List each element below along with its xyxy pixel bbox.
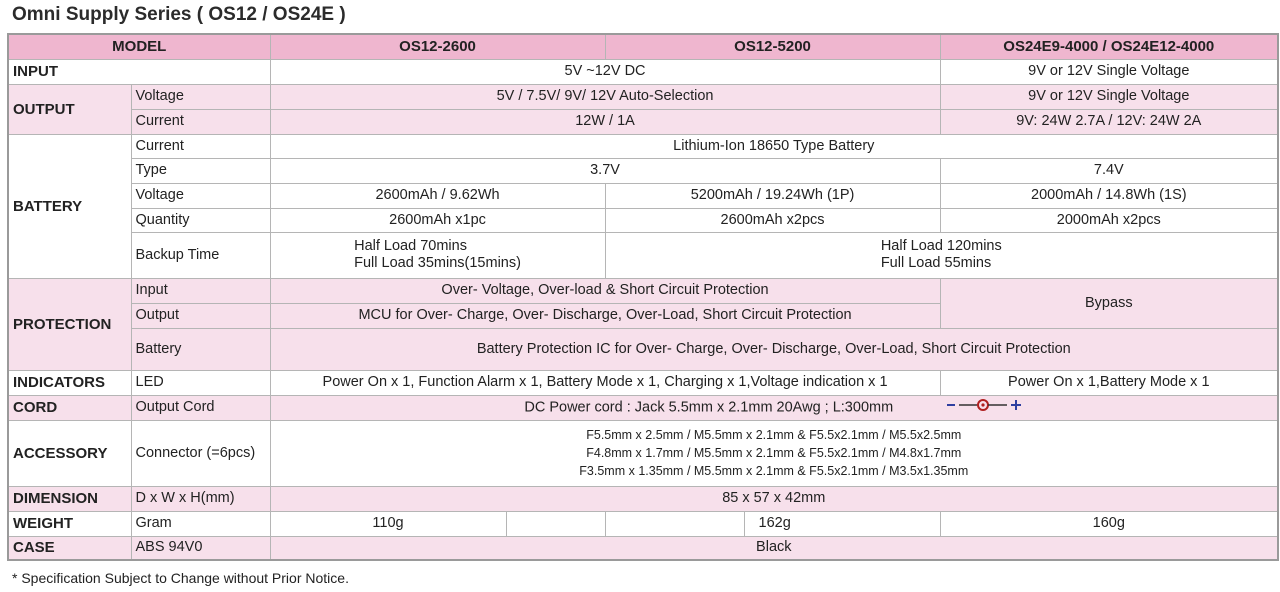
- header-row: MODEL OS12-2600 OS12-5200 OS24E9-4000 / …: [7, 33, 1279, 60]
- label-dimension: DIMENSION: [7, 485, 132, 512]
- label-battery-quantity: Quantity: [130, 207, 271, 233]
- indicators-os24: Power On x 1,Battery Mode x 1: [939, 369, 1279, 396]
- cord-value-cell: DC Power cord : Jack 5.5mm x 2.1mm 20Awg…: [269, 394, 1279, 421]
- battery-quantity-m3: 2000mAh x2pcs: [939, 207, 1279, 233]
- label-battery-current: Current: [130, 133, 271, 159]
- battery-type-os12: 3.7V: [269, 157, 941, 184]
- label-output-voltage: Voltage: [130, 83, 271, 110]
- label-protection-battery: Battery: [130, 327, 271, 371]
- row-protection-battery: Battery Battery Protection IC for Over- …: [8, 327, 1279, 371]
- label-abs: ABS 94V0: [130, 535, 271, 561]
- label-input: INPUT: [7, 58, 271, 85]
- battery-quantity-m2: 2600mAh x2pcs: [604, 207, 941, 233]
- battery-voltage-m1: 2600mAh / 9.62Wh: [269, 182, 606, 209]
- accessory-connectors: F5.5mm x 2.5mm / M5.5mm x 2.1mm & F5.5x2…: [269, 419, 1279, 487]
- label-connector: Connector (=6pcs): [130, 419, 271, 487]
- row-cord: CORD Output Cord DC Power cord : Jack 5.…: [7, 394, 1279, 421]
- row-battery-quantity: Quantity 2600mAh x1pc 2600mAh x2pcs 2000…: [8, 207, 1279, 233]
- label-battery-type: Type: [130, 157, 271, 184]
- label-case: CASE: [7, 535, 132, 561]
- label-cord: CORD: [7, 394, 132, 421]
- battery-quantity-m1: 2600mAh x1pc: [269, 207, 606, 233]
- header-os12-5200: OS12-5200: [604, 33, 941, 60]
- label-output-cord: Output Cord: [130, 394, 271, 421]
- weight-blank-1: [505, 510, 606, 537]
- label-dxwxh: D x W x H(mm): [130, 485, 271, 512]
- footnote: * Specification Subject to Change withou…: [12, 570, 349, 586]
- page-title: Omni Supply Series ( OS12 / OS24E ): [12, 4, 346, 25]
- connector-line-3: F3.5mm x 1.35mm / M5.5mm x 2.1mm & F5.5x…: [579, 464, 969, 478]
- row-case: CASE ABS 94V0 Black: [7, 535, 1279, 561]
- battery-type-os24: 7.4V: [939, 157, 1279, 184]
- row-output-voltage: OUTPUT Voltage 5V / 7.5V/ 9V/ 12V Auto-S…: [7, 83, 1279, 135]
- protection-input-value: Over- Voltage, Over-load & Short Circuit…: [269, 277, 941, 304]
- weight-m3: 160g: [939, 510, 1279, 537]
- backup-rest-full: Full Load 55mins: [880, 255, 992, 271]
- backup-time-rest: Half Load 120mins Full Load 55mins: [604, 231, 1279, 279]
- output-voltage-os24: 9V or 12V Single Voltage: [939, 83, 1279, 110]
- weight-m2: 162g: [743, 510, 941, 537]
- header-os12-2600: OS12-2600: [269, 33, 606, 60]
- battery-voltage-m2: 5200mAh / 19.24Wh (1P): [604, 182, 941, 209]
- row-input: INPUT 5V ~12V DC 9V or 12V Single Voltag…: [7, 58, 1279, 85]
- row-indicators: INDICATORS LED Power On x 1, Function Al…: [7, 369, 1279, 396]
- weight-m1: 110g: [269, 510, 507, 537]
- label-protection-output: Output: [130, 302, 271, 329]
- connector-line-2: F4.8mm x 1.7mm / M5.5mm x 2.1mm & F5.5x2…: [586, 446, 962, 460]
- cord-value: DC Power cord : Jack 5.5mm x 2.1mm 20Awg…: [524, 399, 894, 416]
- battery-current-value: Lithium-Ion 18650 Type Battery: [269, 133, 1279, 159]
- dc-plug-icon: [945, 398, 1023, 417]
- label-indicators: INDICATORS: [7, 369, 132, 396]
- protection-output-value: MCU for Over- Charge, Over- Discharge, O…: [269, 302, 941, 329]
- row-accessory: ACCESSORY Connector (=6pcs) F5.5mm x 2.5…: [7, 419, 1279, 487]
- label-battery: BATTERY: [7, 133, 132, 279]
- backup-m1-half: Half Load 70mins: [354, 238, 467, 254]
- row-output-current: Current 12W / 1A 9V: 24W 2.7A / 12V: 24W…: [8, 108, 1279, 135]
- input-os12: 5V ~12V DC: [269, 58, 941, 85]
- protection-bypass: Bypass: [939, 277, 1279, 329]
- label-led: LED: [130, 369, 271, 396]
- label-gram: Gram: [130, 510, 271, 537]
- backup-time-m1: Half Load 70mins Full Load 35mins(15mins…: [269, 231, 606, 279]
- label-backup-time: Backup Time: [130, 231, 271, 279]
- battery-voltage-m3: 2000mAh / 14.8Wh (1S): [939, 182, 1279, 209]
- row-dimension: DIMENSION D x W x H(mm) 85 x 57 x 42mm: [7, 485, 1279, 512]
- weight-blank-2: [604, 510, 745, 537]
- row-battery-current: BATTERY Current Lithium-Ion 18650 Type B…: [7, 133, 1279, 279]
- row-protection-input: PROTECTION Input Over- Voltage, Over-loa…: [7, 277, 1279, 371]
- label-output-current: Current: [130, 108, 271, 135]
- row-battery-backup: Backup Time Half Load 70mins Full Load 3…: [8, 231, 1279, 279]
- label-weight: WEIGHT: [7, 510, 132, 537]
- label-protection: PROTECTION: [7, 277, 132, 371]
- output-current-os12: 12W / 1A: [269, 108, 941, 135]
- header-model: MODEL: [7, 33, 271, 60]
- case-value: Black: [269, 535, 1279, 561]
- backup-rest-half: Half Load 120mins: [880, 238, 1002, 254]
- output-current-os24: 9V: 24W 2.7A / 12V: 24W 2A: [939, 108, 1279, 135]
- label-output: OUTPUT: [7, 83, 132, 135]
- protection-battery-value: Battery Protection IC for Over- Charge, …: [269, 327, 1279, 371]
- label-protection-input: Input: [130, 277, 271, 304]
- label-battery-voltage: Voltage: [130, 182, 271, 209]
- spec-table: MODEL OS12-2600 OS12-5200 OS24E9-4000 / …: [7, 33, 1280, 561]
- dimension-value: 85 x 57 x 42mm: [269, 485, 1279, 512]
- indicators-os12: Power On x 1, Function Alarm x 1, Batter…: [269, 369, 941, 396]
- backup-m1-full: Full Load 35mins(15mins): [354, 255, 521, 271]
- header-os24e: OS24E9-4000 / OS24E12-4000: [939, 33, 1279, 60]
- input-os24: 9V or 12V Single Voltage: [939, 58, 1279, 85]
- label-accessory: ACCESSORY: [7, 419, 132, 487]
- output-voltage-os12: 5V / 7.5V/ 9V/ 12V Auto-Selection: [269, 83, 941, 110]
- row-weight: WEIGHT Gram 110g 162g 160g: [7, 510, 1279, 537]
- row-battery-voltage: Voltage 2600mAh / 9.62Wh 5200mAh / 19.24…: [8, 182, 1279, 209]
- connector-line-1: F5.5mm x 2.5mm / M5.5mm x 2.1mm & F5.5x2…: [586, 428, 962, 442]
- row-battery-type: Type 3.7V 7.4V: [8, 157, 1279, 184]
